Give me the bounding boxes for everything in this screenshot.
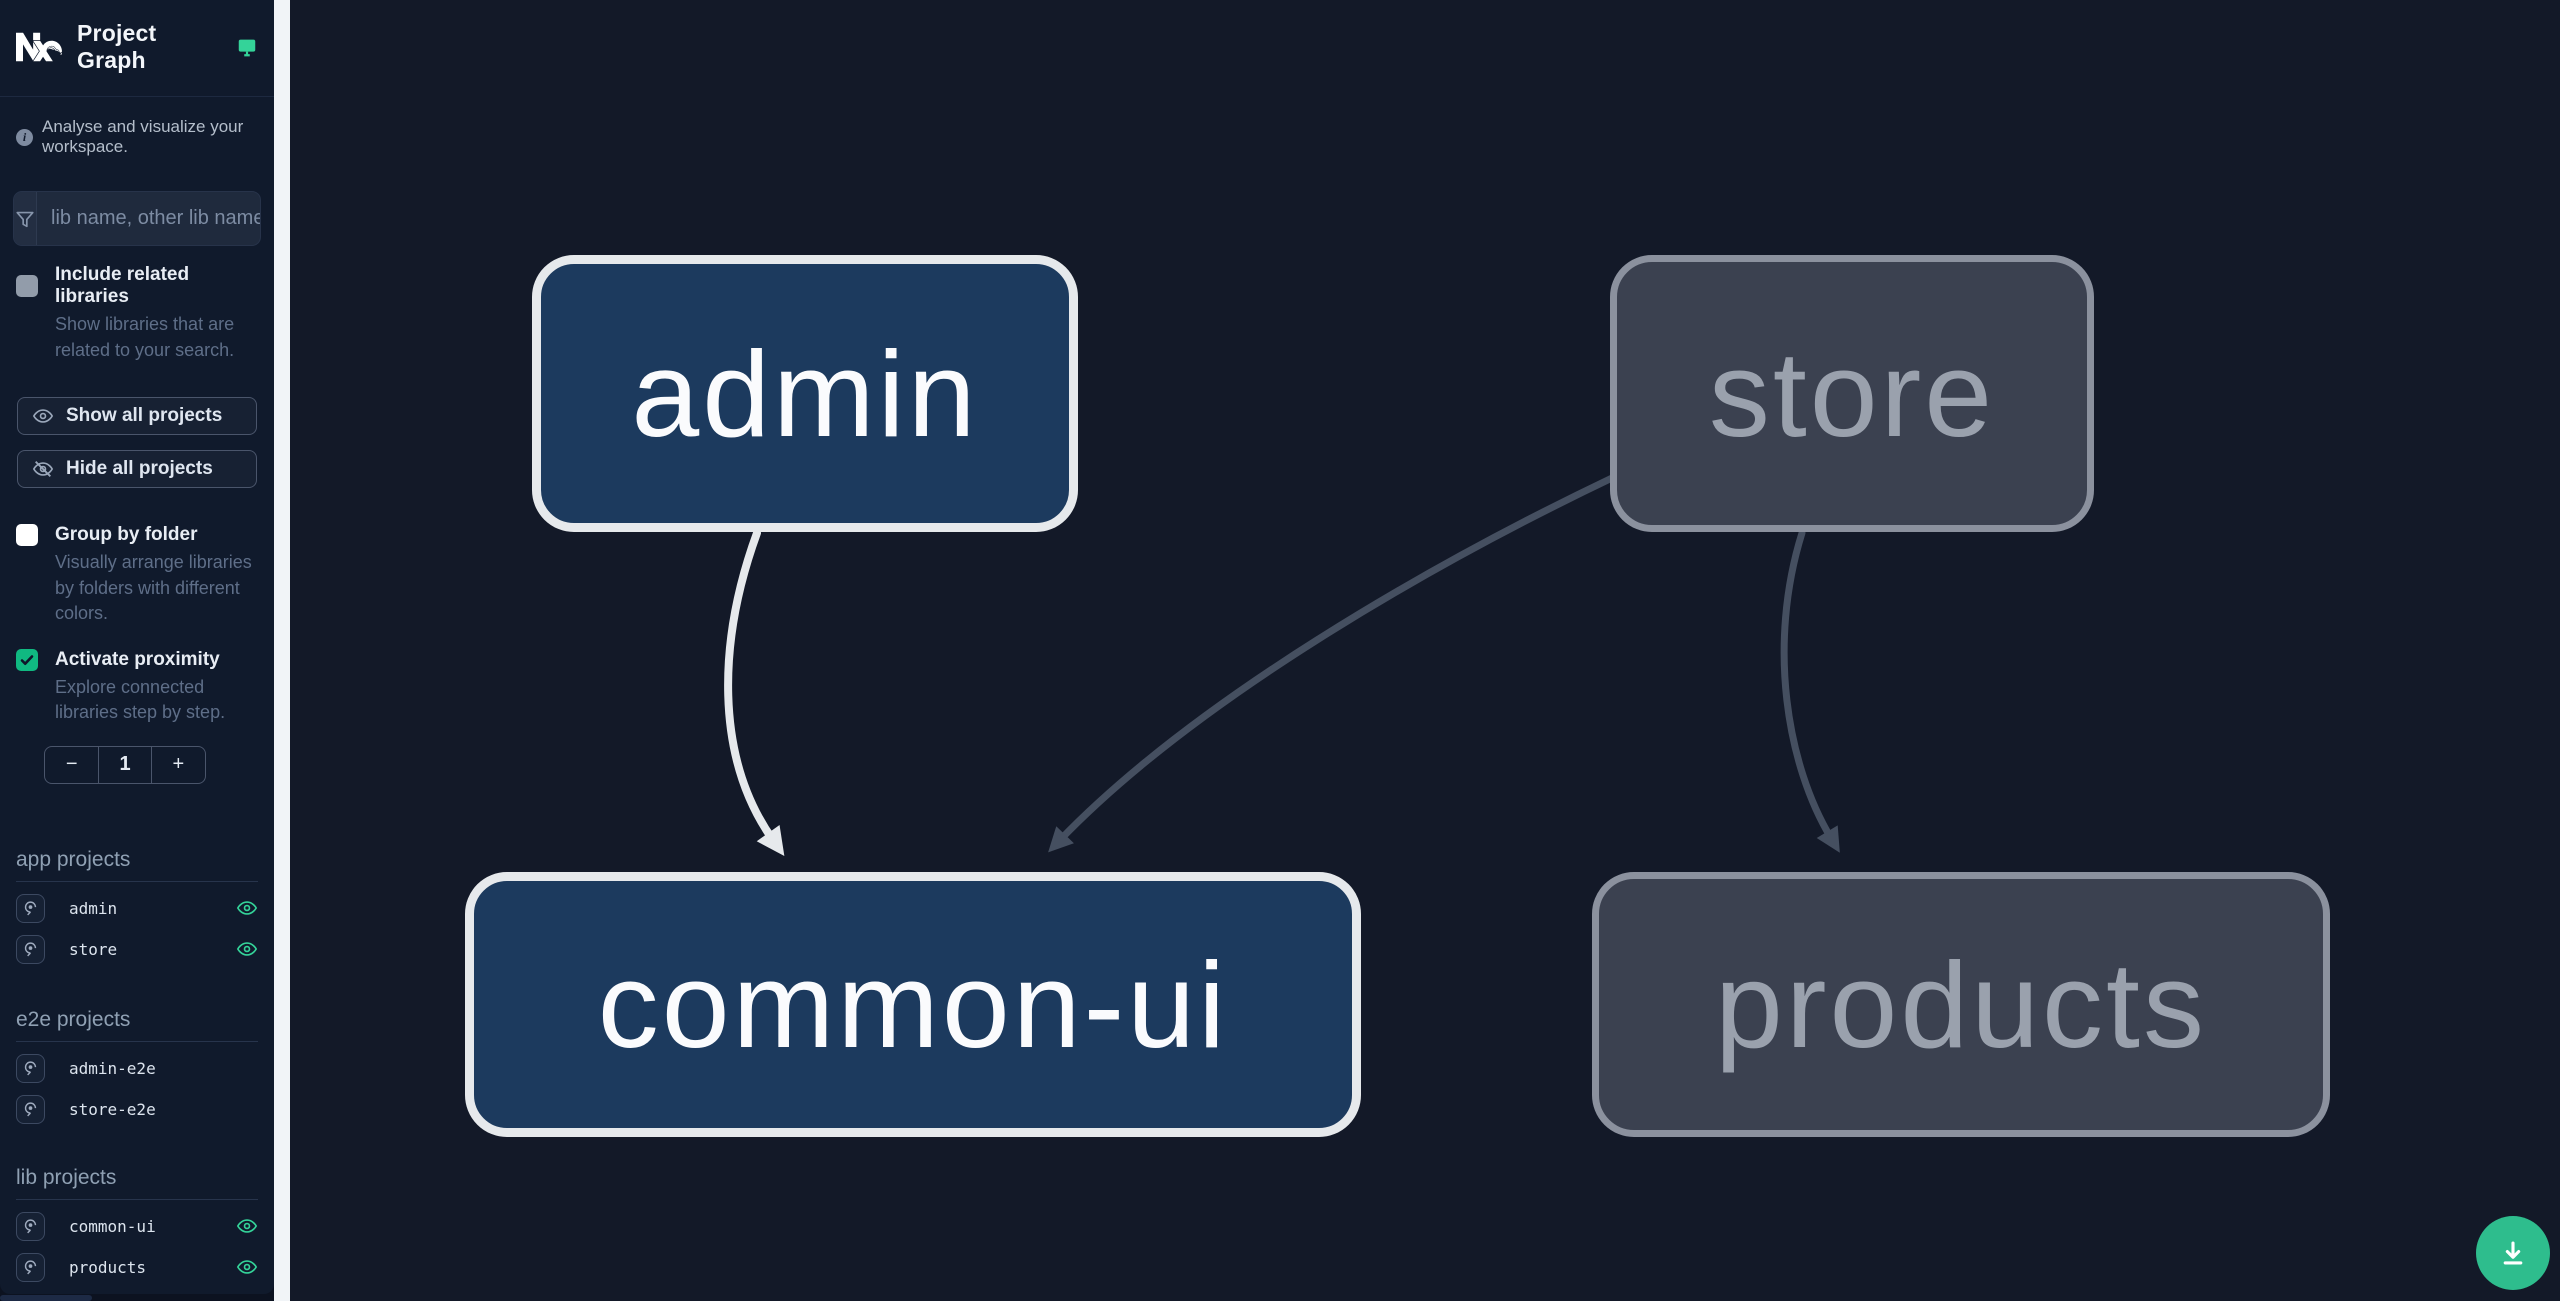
search-box bbox=[13, 191, 261, 246]
focus-project-button[interactable] bbox=[16, 1252, 45, 1282]
monitor-icon bbox=[236, 36, 258, 58]
group-by-folder-description: Visually arrange libraries by folders wi… bbox=[55, 552, 252, 624]
project-name: common-ui bbox=[69, 1216, 156, 1236]
workspace-info-text: Analyse and visualize your workspace. bbox=[42, 117, 244, 156]
sidebar-scrollbar[interactable] bbox=[0, 1295, 92, 1301]
group-by-folder-checkbox[interactable] bbox=[16, 524, 38, 547]
search-input[interactable] bbox=[37, 192, 260, 245]
info-icon: i bbox=[16, 128, 33, 146]
eye-icon bbox=[32, 409, 54, 423]
project-name: products bbox=[69, 1257, 147, 1277]
focus-project-button[interactable] bbox=[16, 1211, 45, 1241]
project-row-store-e2e: store-e2e bbox=[16, 1094, 258, 1124]
option-activate-proximity: Activate proximity Explore connected lib… bbox=[16, 648, 258, 726]
nx-logo-icon bbox=[16, 24, 62, 70]
include-related-description: Show libraries that are related to your … bbox=[55, 314, 235, 360]
focus-icon bbox=[24, 901, 37, 916]
check-icon bbox=[20, 654, 34, 665]
graph-node-products[interactable]: products bbox=[1592, 872, 2330, 1137]
proximity-decrement-button[interactable]: − bbox=[45, 747, 98, 783]
hide-all-projects-label: Hide all projects bbox=[66, 458, 213, 480]
download-image-button[interactable] bbox=[2476, 1216, 2550, 1290]
node-label: store bbox=[1708, 325, 1996, 462]
project-row-store: store bbox=[16, 934, 258, 964]
workspace-info: i Analyse and visualize your workspace. bbox=[16, 117, 258, 157]
project-row-admin-e2e: admin-e2e bbox=[16, 1053, 258, 1083]
proximity-increment-button[interactable]: + bbox=[152, 747, 205, 783]
focus-icon bbox=[24, 1061, 37, 1076]
option-group-by-folder: Group by folder Visually arrange librari… bbox=[16, 524, 258, 627]
graph-node-common-ui[interactable]: common-ui bbox=[465, 872, 1361, 1137]
node-label: common-ui bbox=[597, 936, 1229, 1073]
node-label: admin bbox=[631, 325, 979, 462]
activate-proximity-checkbox[interactable] bbox=[16, 648, 38, 671]
eye-off-icon bbox=[32, 461, 54, 478]
graph-node-store[interactable]: store bbox=[1610, 255, 2094, 532]
hide-all-projects-button[interactable]: Hide all projects bbox=[17, 450, 257, 489]
focus-project-button[interactable] bbox=[16, 934, 45, 964]
toggle-visibility-eye-icon[interactable] bbox=[236, 1256, 258, 1278]
proximity-value: 1 bbox=[98, 746, 152, 783]
sidebar-header: Project Graph bbox=[0, 0, 274, 97]
section-header-lib-projects: lib projects bbox=[16, 1166, 258, 1200]
group-by-folder-label: Group by folder bbox=[55, 524, 198, 546]
activate-proximity-label: Activate proximity bbox=[55, 648, 220, 670]
graph-node-admin[interactable]: admin bbox=[532, 255, 1078, 532]
sidebar-resize-divider[interactable] bbox=[274, 0, 290, 1301]
show-all-projects-label: Show all projects bbox=[66, 405, 223, 427]
toggle-visibility-eye-icon[interactable] bbox=[236, 938, 258, 960]
toggle-visibility-eye-icon[interactable] bbox=[236, 1215, 258, 1237]
focus-project-button[interactable] bbox=[16, 1053, 45, 1083]
project-graph-canvas[interactable]: admin store common-ui products bbox=[290, 0, 2560, 1301]
filter-funnel-icon bbox=[14, 192, 37, 245]
focus-project-button[interactable] bbox=[16, 1094, 45, 1124]
section-header-e2e-projects: e2e projects bbox=[16, 1008, 258, 1042]
focus-icon bbox=[24, 1260, 37, 1275]
graph-edges bbox=[724, 474, 1840, 856]
section-header-app-projects: app projects bbox=[16, 848, 258, 882]
edge-store-to-common-ui bbox=[1048, 474, 1616, 853]
project-row-products: products bbox=[16, 1252, 258, 1282]
project-name: admin-e2e bbox=[69, 1058, 156, 1078]
project-name: store bbox=[69, 939, 118, 959]
focus-icon bbox=[24, 1219, 37, 1234]
project-row-common-ui: common-ui bbox=[16, 1211, 258, 1241]
proximity-stepper: − 1 + bbox=[44, 745, 206, 784]
option-include-related: Include related libraries Show libraries… bbox=[16, 264, 258, 363]
page-title: Project Graph bbox=[77, 20, 157, 73]
activate-proximity-description: Explore connected libraries step by step… bbox=[55, 676, 226, 723]
focus-icon bbox=[24, 1102, 37, 1117]
project-name: store-e2e bbox=[69, 1099, 156, 1119]
include-related-label: Include related libraries bbox=[55, 264, 190, 307]
toggle-visibility-eye-icon[interactable] bbox=[236, 897, 258, 919]
node-label: products bbox=[1715, 936, 2207, 1073]
focus-project-button[interactable] bbox=[16, 893, 45, 923]
focus-icon bbox=[24, 942, 37, 957]
sidebar: Project Graph i Analyse and visualize yo… bbox=[0, 0, 274, 1294]
download-icon bbox=[2503, 1241, 2523, 1265]
project-row-admin: admin bbox=[16, 893, 258, 923]
project-name: admin bbox=[69, 898, 118, 918]
edge-store-to-products bbox=[1780, 529, 1840, 853]
show-all-projects-button[interactable]: Show all projects bbox=[17, 397, 257, 436]
include-related-checkbox[interactable] bbox=[16, 275, 38, 297]
edge-admin-to-common-ui bbox=[724, 529, 785, 856]
